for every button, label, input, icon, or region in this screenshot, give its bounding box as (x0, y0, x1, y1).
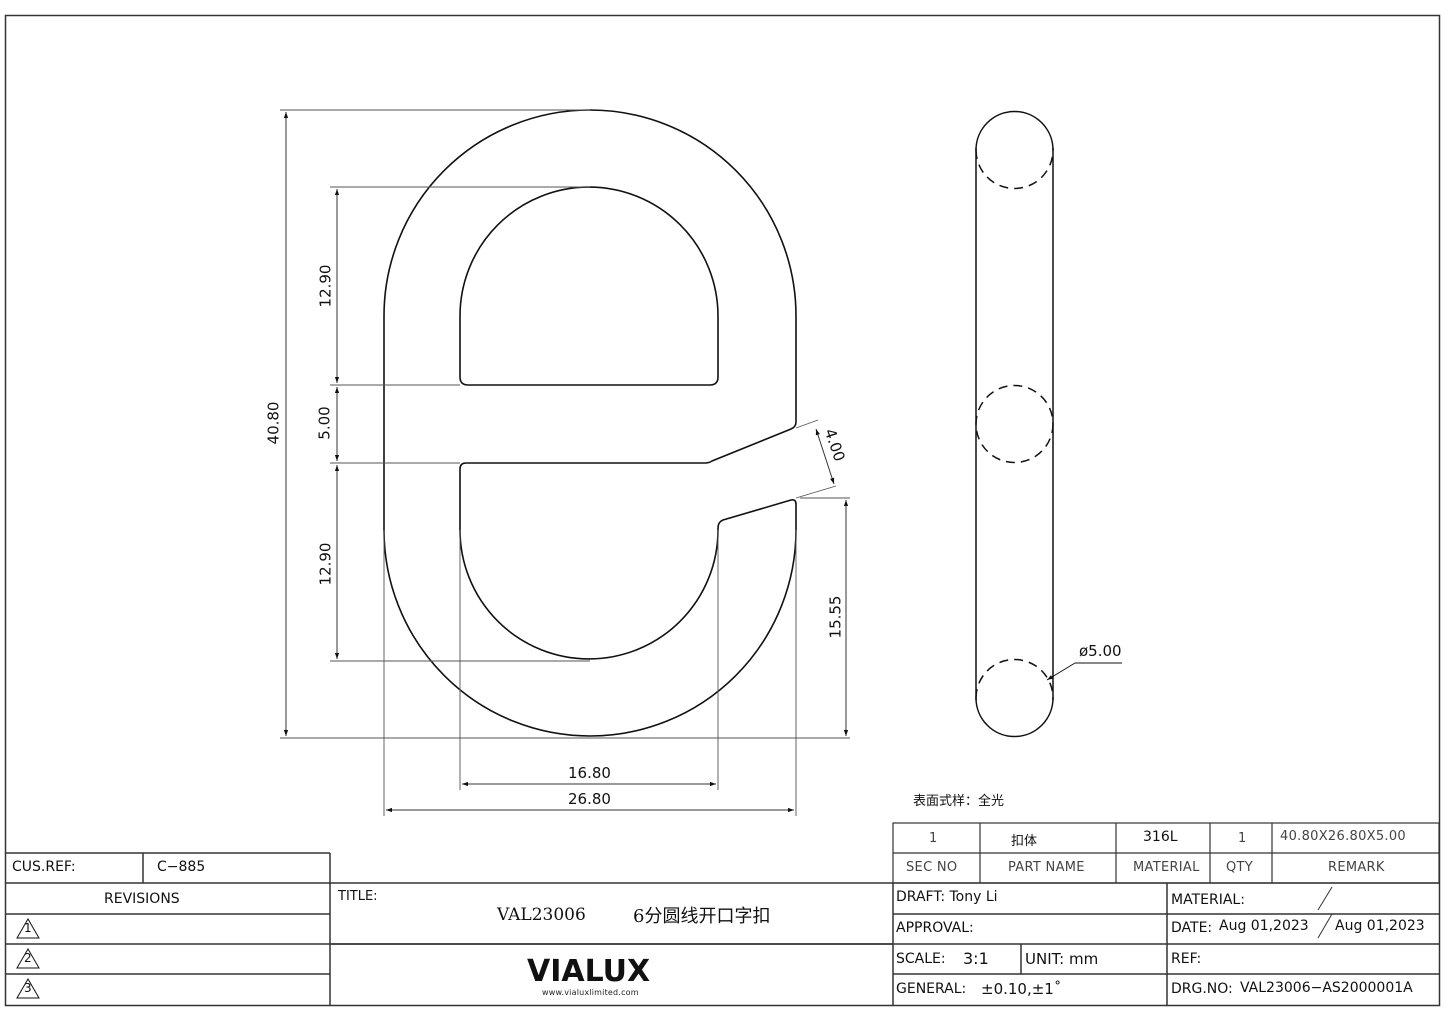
date-1: Aug 01,2023 (1219, 918, 1309, 934)
side-view (975, 110, 1122, 738)
header-part-name: PART NAME (1008, 860, 1085, 875)
company-logo: VIALUX (527, 954, 651, 989)
unit-field: UNIT: mm (1025, 950, 1099, 968)
cus-ref-label: CUS.REF: (12, 859, 76, 875)
header-remark: REMARK (1328, 860, 1385, 875)
material-label: MATERIAL: (1171, 892, 1245, 908)
outer-contour-lower (383, 499, 797, 737)
general-tolerance: ±0.10,±1˚ (981, 980, 1062, 998)
dimension-lines (283, 112, 849, 813)
revisions-label: REVISIONS (104, 891, 180, 907)
revision-triangles (16, 918, 40, 999)
drg-no-label: DRG.NO: (1171, 981, 1233, 997)
extension-lines (280, 109, 850, 816)
header-material: MATERIAL (1133, 860, 1200, 875)
header-qty: QTY (1226, 860, 1254, 875)
scale-value: 3:1 (963, 949, 989, 968)
company-url: www.vialuxlimited.com (542, 988, 639, 997)
front-view (383, 109, 797, 737)
revision-2: 2 (24, 951, 32, 965)
dim-bar-height: 5.00 (315, 406, 334, 440)
date-2: Aug 01,2023 (1335, 918, 1425, 934)
title-label: TITLE: (338, 889, 378, 904)
outer-contour-upper (383, 109, 797, 530)
parts-part-name: 扣体 (1011, 834, 1038, 849)
parts-list-grid (892, 822, 1440, 884)
title-block-grid (5, 852, 1439, 1005)
sheet-border (4, 14, 1441, 1007)
title-name: 6分圆线开口字扣 (633, 906, 771, 927)
dim-wire-diameter: ø5.00 (1079, 642, 1122, 660)
parts-material: 316L (1143, 829, 1178, 845)
revision-1: 1 (24, 921, 32, 935)
parts-remark: 40.80X26.80X5.00 (1280, 829, 1406, 844)
general-label: GENERAL: (896, 981, 967, 997)
header-sec-no: SEC NO (906, 860, 958, 875)
drg-no-value: VAL23006−AS2000001A (1240, 980, 1413, 996)
cus-ref-value: C−885 (157, 859, 206, 875)
parts-qty: 1 (1238, 831, 1247, 846)
title-code: VAL23006 (497, 905, 586, 925)
surface-finish-note: 表面式样：全光 (913, 794, 1005, 809)
scale-label: SCALE: (896, 951, 946, 967)
dim-overall-height: 40.80 (264, 401, 283, 445)
approval-field: APPROVAL: (896, 920, 974, 936)
ref-label: REF: (1171, 951, 1202, 967)
dim-lower-opening-height: 12.90 (316, 542, 335, 586)
date-label: DATE: (1171, 920, 1213, 936)
draft-field: DRAFT: Tony Li (896, 889, 998, 905)
revision-3: 3 (24, 981, 32, 995)
dim-upper-opening-height: 12.90 (316, 264, 335, 308)
upper-opening (459, 186, 719, 386)
parts-sec-no: 1 (929, 831, 938, 846)
dim-slot-to-bottom: 15.55 (826, 595, 845, 639)
dim-overall-width: 26.80 (568, 790, 611, 808)
dim-inner-width: 16.80 (568, 764, 611, 782)
